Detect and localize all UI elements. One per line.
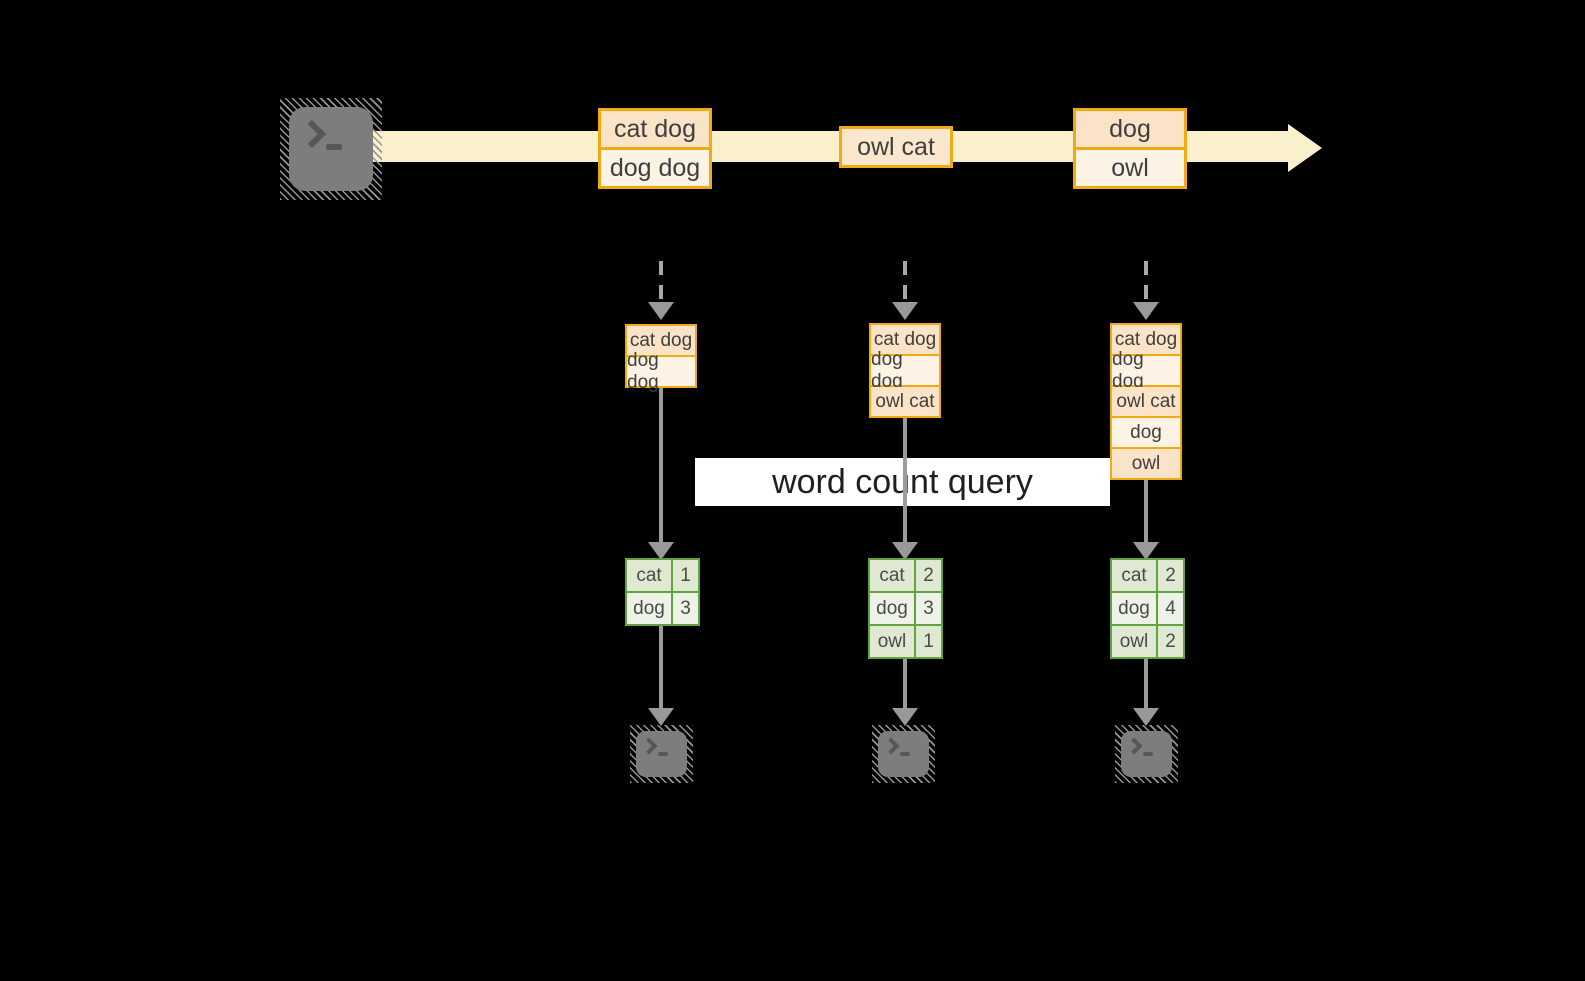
- down-arrow-line: [1144, 478, 1148, 544]
- down-arrow-line: [659, 624, 663, 710]
- stack-row: dog dog: [1112, 349, 1180, 392]
- dashed-arrow-head: [648, 302, 674, 320]
- down-arrow-head: [892, 708, 918, 726]
- down-arrow-head: [892, 542, 918, 560]
- stack-row: cat dog: [1112, 325, 1180, 354]
- down-arrow-line: [1144, 657, 1148, 710]
- batch-box-2: owl cat: [839, 126, 953, 168]
- dashed-arrow-line: [903, 261, 907, 303]
- terminal-cursor-icon: [326, 144, 342, 150]
- micro-batch-stack-3: cat dog dog dog owl cat dog owl: [1110, 323, 1182, 480]
- count-cell: 2: [916, 560, 941, 591]
- sink-terminal-icon: [1115, 725, 1178, 783]
- terminal-cursor-icon: [658, 752, 668, 756]
- word-cell: dog: [870, 593, 914, 624]
- down-arrow-head: [648, 542, 674, 560]
- count-table-2: cat 2 dog 3 owl 1: [868, 558, 943, 659]
- stack-row: dog: [1112, 418, 1180, 447]
- dashed-arrow-head: [892, 302, 918, 320]
- batch-line: owl: [1076, 150, 1184, 186]
- micro-batch-stack-1: cat dog dog dog: [625, 324, 697, 393]
- stack-row: owl cat: [1112, 387, 1180, 416]
- sink-terminal-icon: [872, 725, 935, 783]
- count-table-3: cat 2 dog 4 owl 2: [1110, 558, 1185, 659]
- stack-row: owl: [1112, 449, 1180, 478]
- down-arrow-head: [1133, 708, 1159, 726]
- dashed-arrow-line: [659, 261, 663, 303]
- batch-line: owl cat: [842, 129, 950, 165]
- query-label: word count query: [695, 458, 1110, 506]
- batch-line: dog: [1076, 111, 1184, 147]
- batch-line: cat dog: [601, 111, 709, 147]
- count-cell: 2: [1158, 626, 1183, 657]
- source-terminal-icon: [280, 98, 382, 200]
- count-table-1: cat 1 dog 3: [625, 558, 700, 626]
- count-cell: 3: [673, 593, 698, 624]
- terminal-cursor-icon: [1143, 752, 1153, 756]
- stack-row: dog dog: [871, 349, 939, 392]
- word-cell: cat: [1112, 560, 1156, 591]
- down-arrow-line: [903, 416, 907, 544]
- count-cell: 2: [1158, 560, 1183, 591]
- word-cell: owl: [1112, 626, 1156, 657]
- batch-box-3: dog owl: [1073, 108, 1187, 189]
- down-arrow-head: [648, 708, 674, 726]
- word-cell: cat: [627, 560, 671, 591]
- stack-row: owl cat: [871, 387, 939, 416]
- count-cell: 1: [673, 560, 698, 591]
- micro-batch-stack-2: cat dog dog dog owl cat: [869, 323, 941, 418]
- sink-terminal-icon: [630, 725, 693, 783]
- batch-box-1: cat dog dog dog: [598, 108, 712, 189]
- down-arrow-line: [659, 386, 663, 544]
- dashed-arrow-head: [1133, 302, 1159, 320]
- count-cell: 3: [916, 593, 941, 624]
- word-cell: dog: [627, 593, 671, 624]
- down-arrow-line: [903, 657, 907, 710]
- count-cell: 1: [916, 626, 941, 657]
- stream-arrow-head: [1288, 124, 1322, 172]
- word-cell: cat: [870, 560, 914, 591]
- stack-row: dog dog: [627, 350, 695, 393]
- word-cell: owl: [870, 626, 914, 657]
- count-cell: 4: [1158, 593, 1183, 624]
- stack-row: cat dog: [871, 325, 939, 354]
- word-cell: dog: [1112, 593, 1156, 624]
- terminal-cursor-icon: [900, 752, 910, 756]
- stack-row: cat dog: [627, 326, 695, 355]
- down-arrow-head: [1133, 542, 1159, 560]
- batch-line: dog dog: [601, 150, 709, 186]
- dashed-arrow-line: [1144, 261, 1148, 303]
